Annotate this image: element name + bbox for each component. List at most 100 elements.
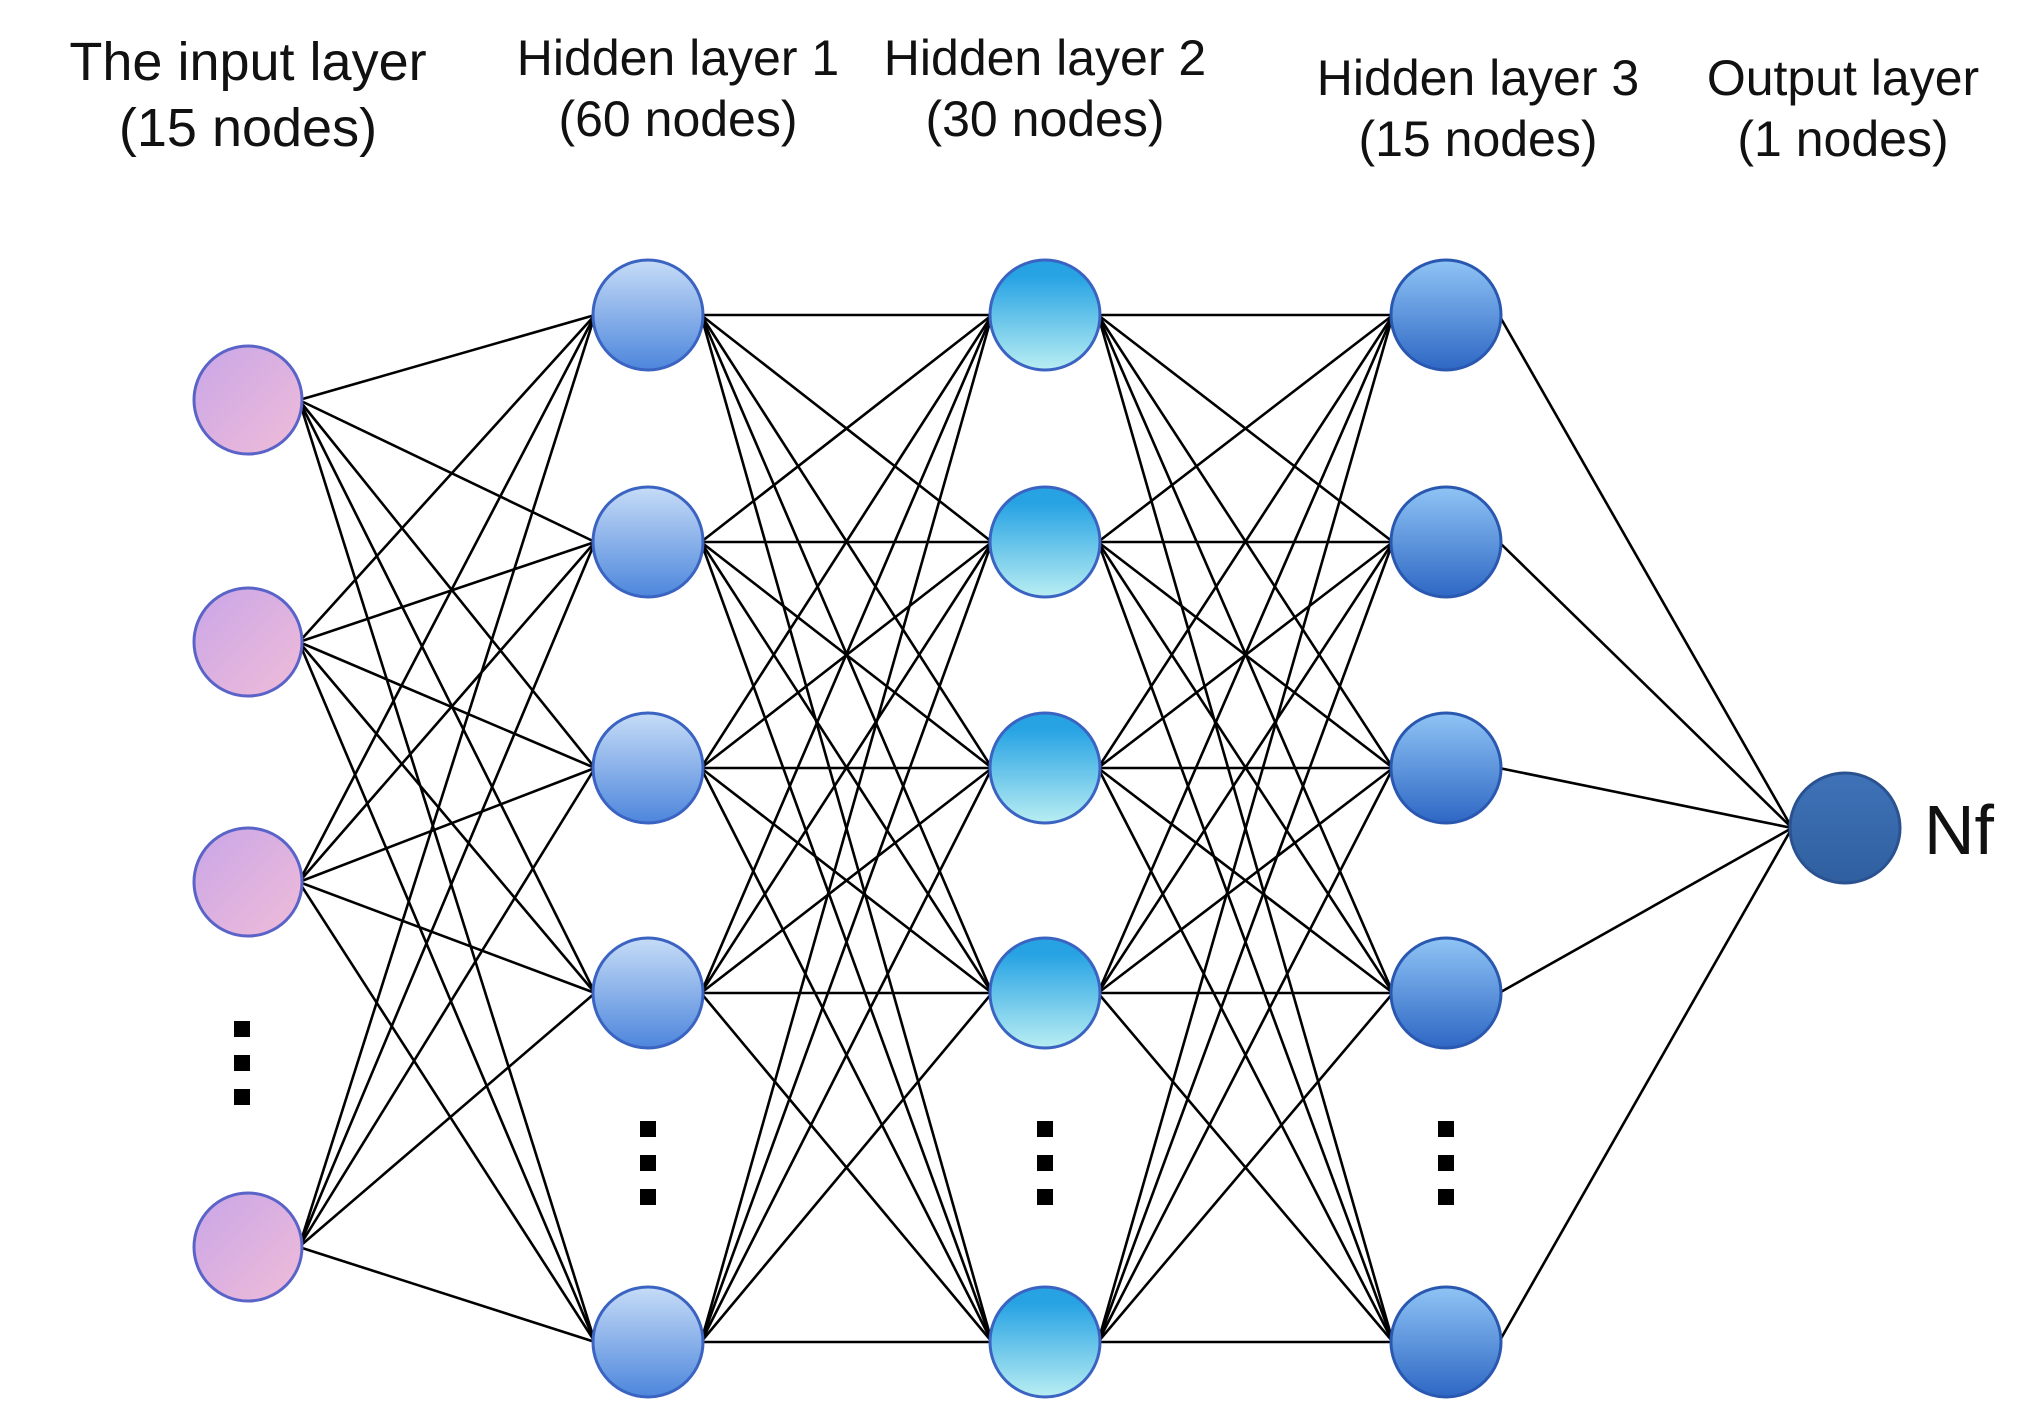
hidden-3-node-4 <box>1389 936 1503 1050</box>
edge-hidden-1-4-to-hidden-2-2 <box>699 541 994 994</box>
input-node-3 <box>192 826 304 938</box>
edge-hidden-2-5-to-hidden-3-4 <box>1097 992 1394 1343</box>
edge-input-1-to-hidden-1-5 <box>297 399 597 1343</box>
hidden-layer-3-name: Hidden layer 3 <box>1316 50 1640 106</box>
hidden-1-node-2 <box>591 485 705 599</box>
edge-hidden-3-3-to-output-1 <box>1498 766 1793 830</box>
hidden-2-node-1 <box>988 258 1102 372</box>
hidden-3-node-5 <box>1389 1285 1503 1399</box>
input-ellipsis-dot-1 <box>234 1021 250 1037</box>
edge-input-2-to-hidden-1-4 <box>298 641 596 994</box>
edge-input-2-to-hidden-1-3 <box>298 640 596 770</box>
edge-input-4-to-hidden-1-3 <box>297 767 597 1248</box>
output-label: Nf <box>1924 791 1994 869</box>
edge-hidden-2-5-to-hidden-3-2 <box>1096 541 1395 1343</box>
edge-input-1-to-hidden-1-1 <box>298 313 596 402</box>
hidden-1-ellipsis-dot-2 <box>640 1155 656 1171</box>
input-layer-title: The input layer (15 nodes) <box>69 30 426 162</box>
edge-input-1-to-hidden-1-2 <box>298 398 596 544</box>
edge-input-2-to-hidden-1-1 <box>298 314 596 643</box>
edge-input-3-to-hidden-1-2 <box>298 541 596 883</box>
edge-hidden-3-5-to-output-1 <box>1497 827 1794 1343</box>
hidden-2-ellipsis-dot-2 <box>1037 1155 1053 1171</box>
hidden-3-node-2 <box>1389 485 1503 599</box>
input-node-1 <box>192 344 304 456</box>
edge-input-4-to-hidden-1-4 <box>298 992 596 1248</box>
edge-hidden-3-1-to-output-1 <box>1497 314 1794 829</box>
edge-hidden-1-2-to-hidden-2-1 <box>700 313 993 544</box>
hidden-layer-2-count: (30 nodes) <box>925 91 1165 147</box>
network-nodes <box>192 258 1902 1399</box>
connection-lines <box>297 313 1794 1344</box>
hidden-layer-1-name: Hidden layer 1 <box>516 30 840 86</box>
output-layer-title: Output layer (1 nodes) <box>1707 48 1979 170</box>
edge-hidden-1-3-to-hidden-2-1 <box>699 314 994 769</box>
input-ellipsis <box>234 1021 250 1105</box>
edge-hidden-2-2-to-hidden-3-1 <box>1097 313 1394 544</box>
input-ellipsis-dot-2 <box>234 1055 250 1071</box>
input-node-2 <box>192 586 304 698</box>
edge-hidden-3-2-to-output-1 <box>1498 541 1793 829</box>
edge-input-4-to-hidden-1-1 <box>297 314 597 1248</box>
edge-hidden-2-5-to-hidden-3-1 <box>1096 314 1395 1343</box>
output-layer-count: (1 nodes) <box>1737 111 1949 167</box>
input-node-4 <box>192 1191 304 1303</box>
hidden-layer-1-title: Hidden layer 1 (60 nodes) <box>517 28 839 150</box>
edge-input-4-to-hidden-1-2 <box>297 541 597 1248</box>
edge-input-2-to-hidden-1-5 <box>297 641 597 1343</box>
hidden-3-node-1 <box>1389 258 1503 372</box>
hidden-layer-3-title: Hidden layer 3 (15 nodes) <box>1317 48 1639 170</box>
ellipsis-markers <box>234 1021 1454 1205</box>
hidden-2-node-3 <box>988 711 1102 825</box>
hidden-3-ellipsis <box>1438 1121 1454 1205</box>
hidden-layer-3-count: (15 nodes) <box>1358 111 1598 167</box>
input-layer-count: (15 nodes) <box>118 97 378 158</box>
hidden-1-node-3 <box>591 711 705 825</box>
edge-input-3-to-hidden-1-1 <box>297 314 597 883</box>
hidden-3-ellipsis-dot-1 <box>1438 1121 1454 1137</box>
edge-hidden-1-5-to-hidden-2-1 <box>699 314 994 1343</box>
input-ellipsis-dot-3 <box>234 1089 250 1105</box>
edge-input-3-to-hidden-1-5 <box>297 881 597 1343</box>
edge-input-1-to-hidden-1-4 <box>297 399 597 994</box>
hidden-2-ellipsis-dot-1 <box>1037 1121 1053 1137</box>
hidden-3-ellipsis-dot-2 <box>1438 1155 1454 1171</box>
edge-hidden-1-5-to-hidden-2-2 <box>699 541 994 1343</box>
edge-hidden-2-5-to-hidden-3-3 <box>1096 767 1395 1343</box>
edge-input-2-to-hidden-1-2 <box>298 540 596 644</box>
output-node-1 <box>1788 771 1902 885</box>
edge-input-3-to-hidden-1-4 <box>298 880 596 995</box>
hidden-layer-2-title: Hidden layer 2 (30 nodes) <box>884 28 1206 150</box>
edge-hidden-1-4-to-hidden-2-1 <box>699 314 994 994</box>
edge-hidden-1-5-to-hidden-2-3 <box>699 767 994 1343</box>
hidden-1-ellipsis <box>640 1121 656 1205</box>
hidden-1-node-1 <box>591 258 705 372</box>
output-layer-name: Output layer <box>1706 50 1980 106</box>
hidden-2-node-4 <box>988 936 1102 1050</box>
hidden-1-ellipsis-dot-1 <box>640 1121 656 1137</box>
hidden-2-node-5 <box>988 1285 1102 1399</box>
edge-hidden-3-4-to-output-1 <box>1498 826 1793 995</box>
hidden-2-ellipsis <box>1037 1121 1053 1205</box>
hidden-layer-2-name: Hidden layer 2 <box>883 30 1207 86</box>
edge-input-4-to-hidden-1-5 <box>298 1245 596 1344</box>
edge-hidden-2-3-to-hidden-3-1 <box>1096 314 1395 769</box>
edge-input-1-to-hidden-1-3 <box>297 399 597 769</box>
hidden-1-ellipsis-dot-3 <box>640 1189 656 1205</box>
hidden-1-node-5 <box>591 1285 705 1399</box>
hidden-3-ellipsis-dot-3 <box>1438 1189 1454 1205</box>
edge-hidden-1-5-to-hidden-2-4 <box>700 992 993 1343</box>
edge-hidden-2-4-to-hidden-3-2 <box>1096 541 1395 994</box>
hidden-2-ellipsis-dot-3 <box>1037 1189 1053 1205</box>
hidden-1-node-4 <box>591 936 705 1050</box>
edge-hidden-2-4-to-hidden-3-1 <box>1096 314 1395 994</box>
hidden-2-node-2 <box>988 485 1102 599</box>
edge-hidden-2-4-to-hidden-3-3 <box>1097 766 1394 995</box>
edge-input-3-to-hidden-1-3 <box>298 766 596 884</box>
hidden-3-node-3 <box>1389 711 1503 825</box>
edge-hidden-1-4-to-hidden-2-3 <box>700 766 993 995</box>
input-layer-name: The input layer <box>69 32 427 92</box>
hidden-layer-1-count: (60 nodes) <box>558 91 798 147</box>
